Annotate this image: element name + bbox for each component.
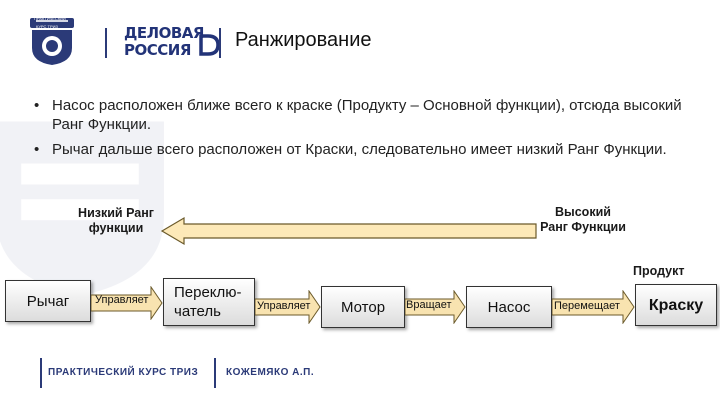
bullet-text: Рычаг дальше всего расположен от Краски,… [52,141,667,158]
chain-arrow [255,290,321,324]
emblem-text-mid: КУРС ТРИЗ [36,24,58,29]
header-divider-2 [219,28,221,58]
high-rank-label: Высокий Ранг Функции [540,205,626,234]
chain-box-lever: Рычаг [5,280,91,322]
chain-box-switch: Переклю-чатель [163,278,255,326]
rank-direction-arrow [160,216,537,246]
chain-box-paint: Краску [635,284,717,326]
chain-box-motor: Мотор [321,286,405,328]
chain-action-label: Вращает [406,299,452,311]
footer-author: КОЖЕМЯКО А.П. [226,367,315,378]
header-divider-1 [105,28,107,58]
chain-box-label: Переклю-чатель [174,284,242,320]
bullet-marker: • [34,141,40,158]
slide-title: Ранжирование [235,29,372,51]
footer-course-title: ПРАКТИЧЕСКИЙ КУРС ТРИЗ [48,367,199,378]
chain-arrow [91,286,163,320]
bullet-item: • Рычаг дальше всего расположен от Краск… [34,140,684,159]
bullet-list: • Насос расположен ближе всего к краске … [34,96,684,165]
chain-action-label: Управляет [95,294,149,306]
logo-mark-icon [199,34,220,56]
chain-box-label: Рычаг [26,292,70,310]
chain-arrow [405,290,466,324]
low-rank-label: Низкий Ранг функции [78,206,154,235]
chain-action-label: Перемещает [554,300,620,312]
chain-box-pump: Насос [466,286,552,328]
chain-arrow [552,290,635,324]
chain-action-label: Управляет [257,300,311,312]
chain-box-label: Мотор [340,298,386,316]
watermark-emblem-icon [0,121,164,296]
product-label: Продукт [633,264,685,278]
course-emblem-icon [30,18,74,65]
emblem-text-top: ПРАКТИЧЕСКИЙ [34,16,66,21]
footer-divider-middle [214,358,216,388]
bullet-item: • Насос расположен ближе всего к краске … [34,96,684,134]
bullet-text: Насос расположен ближе всего к краске (П… [52,97,682,133]
footer-divider-left [40,358,42,388]
logo-line-1: ДЕЛОВАЯ [124,24,204,42]
chain-box-label: Насос [487,298,531,316]
slide-header: ПРАКТИЧЕСКИЙ КУРС ТРИЗ ДЕЛОВАЯ РОССИЯ Ра… [0,0,720,70]
logo-line-2: РОССИЯ [124,41,191,59]
chain-box-label: Краску [648,296,704,314]
delovaya-rossiya-logo: ДЕЛОВАЯ РОССИЯ [124,24,220,60]
bullet-marker: • [34,97,40,114]
